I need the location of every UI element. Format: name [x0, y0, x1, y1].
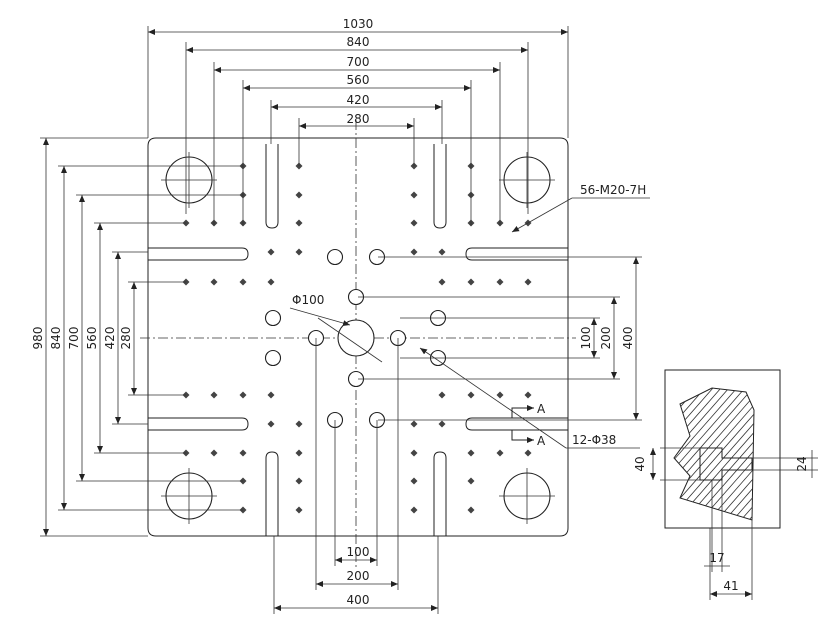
dim-right-400: 400 — [621, 327, 635, 350]
tie-bar-hole — [161, 468, 217, 524]
section-mark-a-top: A — [537, 402, 546, 416]
tapped-hole — [295, 219, 303, 227]
callout-center: Φ100 — [292, 293, 324, 307]
tapped-hole — [410, 191, 418, 199]
dim-top-280: 280 — [347, 112, 370, 126]
tapped-hole — [239, 278, 247, 286]
tapped-hole — [210, 278, 218, 286]
dim-right-100: 100 — [579, 327, 593, 350]
tapped-hole — [410, 420, 418, 428]
left-dimensions: 980 840 700 560 420 280 — [31, 137, 243, 537]
dim-bottom-400: 400 — [347, 593, 370, 607]
tapped-hole — [496, 278, 504, 286]
bore-hole — [264, 309, 282, 327]
tapped-hole — [467, 391, 475, 399]
tie-bar-hole — [499, 468, 555, 524]
tapped-hole — [438, 420, 446, 428]
detail-dim-40: 40 — [633, 456, 647, 471]
detail-dim-41: 41 — [723, 579, 738, 593]
tapped-hole — [438, 278, 446, 286]
tapped-hole — [467, 506, 475, 514]
bore-hole — [326, 248, 344, 266]
tapped-hole — [295, 248, 303, 256]
center-hole — [317, 317, 383, 363]
tapped-hole — [467, 449, 475, 457]
tapped-hole — [438, 248, 446, 256]
tapped-hole — [239, 391, 247, 399]
dim-top-1030: 1030 — [343, 17, 374, 31]
tapped-hole — [524, 391, 532, 399]
dim-left-420: 420 — [103, 327, 117, 350]
dim-left-560: 560 — [85, 327, 99, 350]
dim-left-980: 980 — [31, 327, 45, 350]
tapped-hole — [239, 449, 247, 457]
dim-left-700: 700 — [67, 327, 81, 350]
tapped-hole — [267, 391, 275, 399]
tie-bar-hole — [161, 152, 217, 208]
tie-bar-holes — [161, 152, 555, 524]
slot-section-detail: 40 24 17 41 — [633, 369, 818, 600]
tapped-hole — [267, 248, 275, 256]
detail-dim-17: 17 — [709, 551, 724, 565]
tapped-hole — [295, 449, 303, 457]
platen-outline — [147, 137, 569, 537]
tie-bar-hole — [499, 152, 555, 208]
tapped-hole — [267, 420, 275, 428]
tapped-hole — [524, 449, 532, 457]
tapped-hole — [410, 477, 418, 485]
tapped-hole — [410, 219, 418, 227]
callout-bore: 12-Φ38 — [572, 433, 616, 447]
tapped-hole — [410, 506, 418, 514]
tapped-hole — [267, 278, 275, 286]
dim-bottom-200: 200 — [347, 569, 370, 583]
dim-right-200: 200 — [599, 327, 613, 350]
tapped-hole — [410, 248, 418, 256]
bottom-dimensions: 100 200 400 — [273, 338, 439, 614]
tapped-hole — [295, 420, 303, 428]
callouts: 56-M20-7H 12-Φ38 Φ100 A A — [289, 183, 650, 449]
tapped-hole — [210, 391, 218, 399]
t-slots — [148, 144, 568, 536]
dim-top-840: 840 — [347, 35, 370, 49]
tapped-hole — [467, 278, 475, 286]
dim-left-280: 280 — [119, 327, 133, 350]
tapped-hole — [496, 449, 504, 457]
right-dimensions: 100 200 400 — [358, 256, 642, 421]
tapped-hole — [295, 506, 303, 514]
section-mark-a-bottom: A — [537, 434, 546, 448]
top-dimensions: 1030 840 700 560 420 280 — [147, 17, 569, 226]
dim-top-420: 420 — [347, 93, 370, 107]
dim-top-700: 700 — [347, 55, 370, 69]
tapped-hole — [524, 278, 532, 286]
detail-dim-24: 24 — [795, 456, 809, 471]
bore-hole — [264, 349, 282, 367]
dim-top-560: 560 — [347, 73, 370, 87]
tapped-hole — [295, 477, 303, 485]
tapped-hole — [467, 477, 475, 485]
tapped-hole — [496, 391, 504, 399]
dim-bottom-100: 100 — [347, 545, 370, 559]
tapped-hole — [438, 391, 446, 399]
tapped-hole — [295, 191, 303, 199]
dim-left-840: 840 — [49, 327, 63, 350]
callout-tapped: 56-M20-7H — [580, 183, 646, 197]
tapped-hole — [410, 449, 418, 457]
tapped-hole — [210, 449, 218, 457]
